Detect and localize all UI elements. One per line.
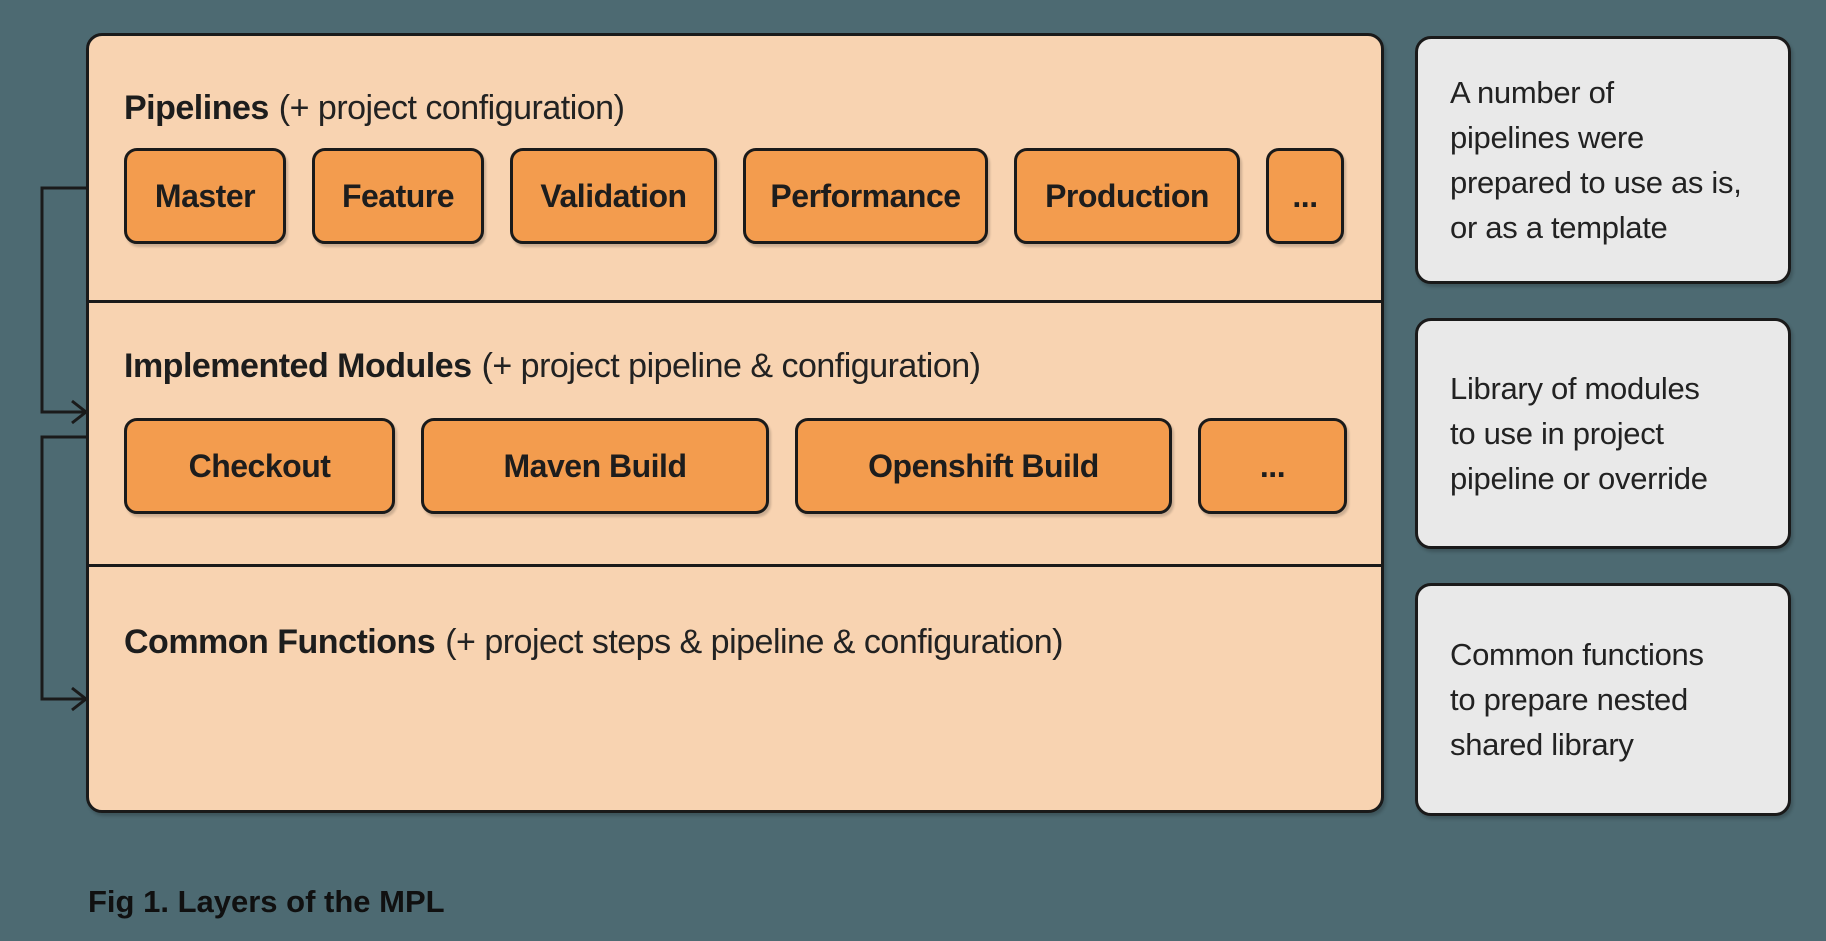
pipeline-box-feature: Feature <box>312 148 484 244</box>
arrow-pipelines-to-modules <box>40 186 87 414</box>
note-functions: Common functions to prepare nested share… <box>1415 583 1791 816</box>
module-box-openshift-build: Openshift Build <box>795 418 1172 514</box>
arrow-modules-to-functions <box>40 435 87 701</box>
note-pipelines: A number of pipelines were prepared to u… <box>1415 36 1791 284</box>
layer-functions-title: Common Functions(+ project steps & pipel… <box>124 622 1381 662</box>
layer-common-functions: Common Functions(+ project steps & pipel… <box>89 564 1381 810</box>
layer-flow-arrows <box>40 186 89 712</box>
modules-box-row: Checkout Maven Build Openshift Build ... <box>124 418 1381 514</box>
layer-modules-title: Implemented Modules(+ project pipeline &… <box>124 346 1381 386</box>
pipeline-box-performance: Performance <box>743 148 988 244</box>
mpl-layers-panel: Pipelines(+ project configuration) Maste… <box>86 33 1384 813</box>
layer-implemented-modules: Implemented Modules(+ project pipeline &… <box>89 300 1381 564</box>
layer-title-bold: Implemented Modules <box>124 347 472 385</box>
pipelines-box-row: Master Feature Validation Performance Pr… <box>124 148 1381 244</box>
layer-pipelines: Pipelines(+ project configuration) Maste… <box>89 36 1381 300</box>
note-modules: Library of modules to use in project pip… <box>1415 318 1791 549</box>
pipeline-box-validation: Validation <box>510 148 717 244</box>
pipeline-box-master: Master <box>124 148 286 244</box>
pipeline-box-ellipsis: ... <box>1266 148 1344 244</box>
figure-caption: Fig 1. Layers of the MPL <box>88 884 445 919</box>
layer-title-detail: (+ project configuration) <box>278 89 625 127</box>
layer-pipelines-title: Pipelines(+ project configuration) <box>124 88 1381 128</box>
module-box-ellipsis: ... <box>1198 418 1347 514</box>
module-box-maven-build: Maven Build <box>421 418 769 514</box>
layer-title-detail: (+ project pipeline & configuration) <box>481 347 981 385</box>
layer-title-detail: (+ project steps & pipeline & configurat… <box>445 623 1063 661</box>
layer-title-bold: Pipelines <box>124 89 269 127</box>
pipeline-box-production: Production <box>1014 148 1240 244</box>
layer-title-bold: Common Functions <box>124 623 436 661</box>
module-box-checkout: Checkout <box>124 418 395 514</box>
